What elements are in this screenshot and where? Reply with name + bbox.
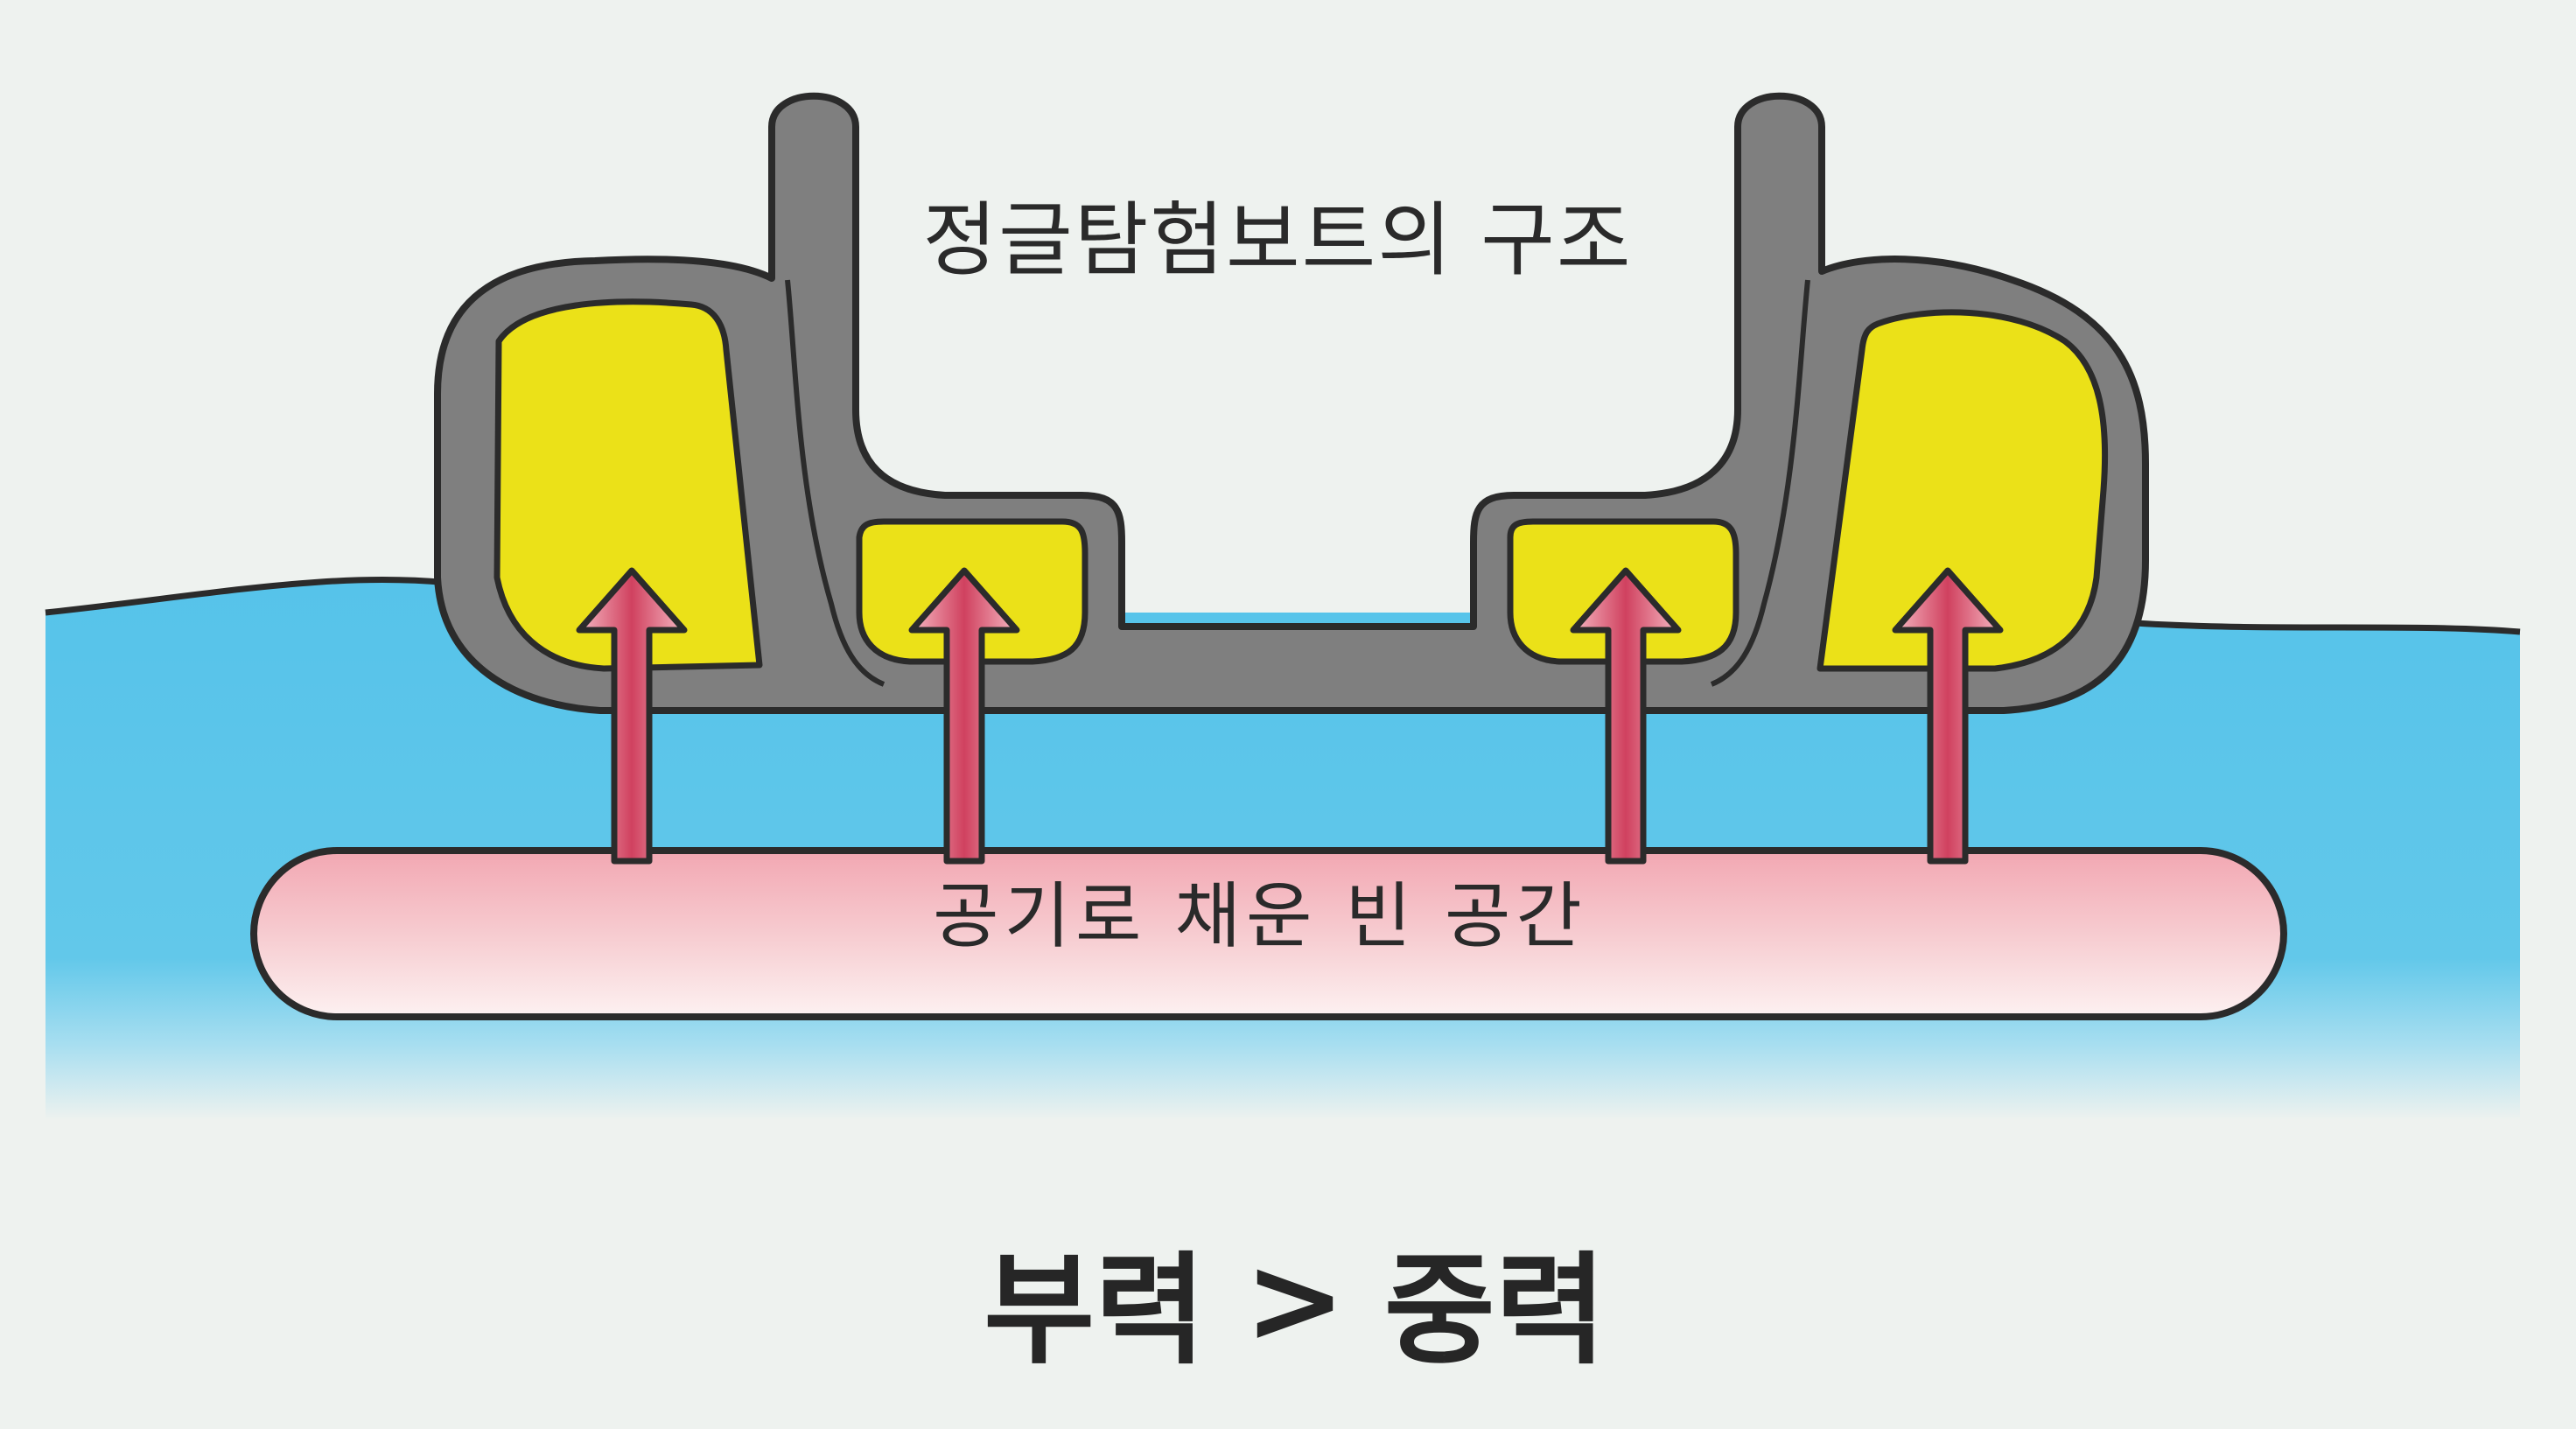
buoyancy-arrow <box>1892 567 2004 865</box>
water-surface-line <box>45 576 2521 635</box>
buoyancy-label: 부력 <box>984 1240 1207 1381</box>
air-chamber-outer-left <box>494 298 763 672</box>
air-space-label: 공기로 채운 빈 공간 <box>933 875 1587 958</box>
force-relation: 부력 > 중력 <box>875 1225 1715 1382</box>
buoyancy-arrow <box>576 567 688 865</box>
diagram-title: 정글탐험보트의 구조 <box>922 193 1633 287</box>
greater-than-operator: > <box>1244 1229 1346 1370</box>
air-space-capsule <box>250 847 2287 1020</box>
hull-seam <box>785 279 1810 687</box>
gravity-label: 중력 <box>1383 1240 1606 1381</box>
air-chamber-outer-right <box>1816 309 2109 672</box>
buoyancy-arrow <box>908 567 1020 865</box>
buoyancy-arrow <box>1570 567 1682 865</box>
